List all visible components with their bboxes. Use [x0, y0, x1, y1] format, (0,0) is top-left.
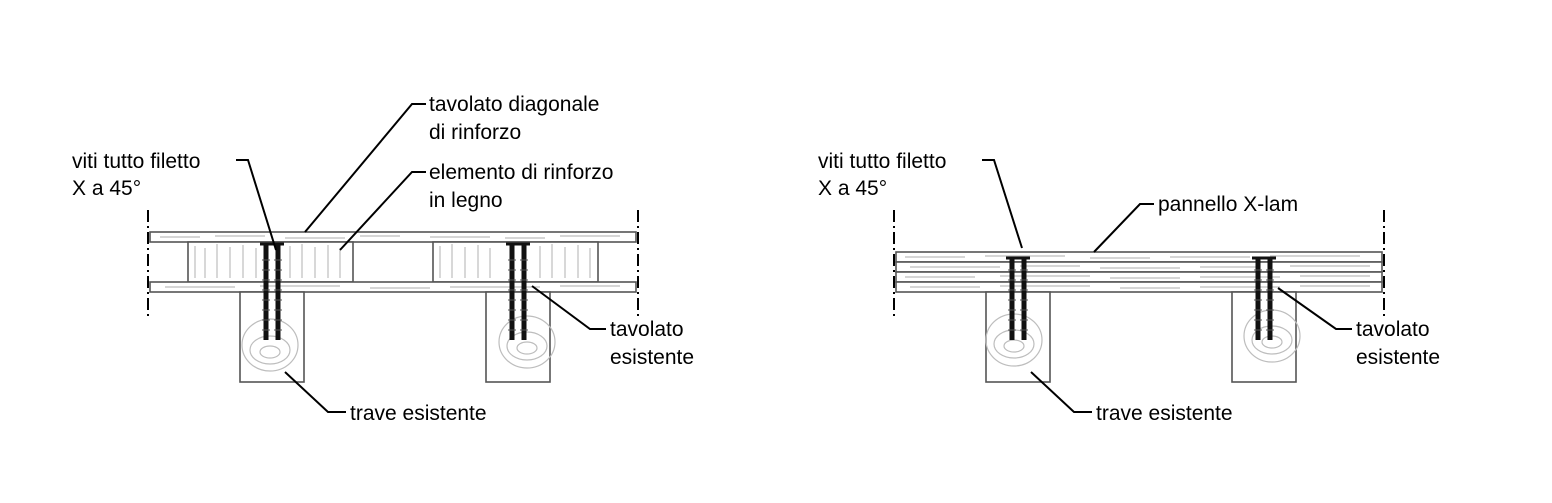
left-label-screws-line1: viti tutto filetto — [72, 150, 200, 173]
right-detail: viti tutto filetto X a 45° pannello X-la… — [818, 150, 1440, 425]
left-label-diagonal-line1: tavolato diagonale — [429, 93, 599, 116]
right-leader-existing-beam — [1030, 371, 1092, 413]
right-label-screws-line1: viti tutto filetto — [818, 150, 946, 173]
left-leader-diagonal-boards — [304, 103, 426, 233]
left-existing-beams — [239, 291, 556, 383]
left-label-reinforcement-line1: elemento di rinforzo — [429, 161, 613, 184]
right-label-xlam-panel: pannello X-lam — [1158, 193, 1298, 216]
left-reinforcement-elements — [187, 241, 599, 283]
left-label-existing-boards-line2: esistente — [610, 346, 694, 369]
left-label-diagonal-line2: di rinforzo — [429, 121, 521, 144]
left-leader-existing-beam — [284, 371, 346, 413]
right-label-existing-boards-line2: esistente — [1356, 346, 1440, 369]
right-leader-screws — [982, 159, 1023, 249]
left-leader-screws — [236, 159, 277, 251]
right-label-screws-line2: X a 45° — [818, 177, 887, 200]
left-leader-reinforcement — [339, 171, 426, 251]
right-screws — [1006, 256, 1276, 340]
right-existing-boarding — [895, 281, 1383, 293]
left-label-existing-boards-line1: tavolato — [610, 318, 684, 341]
left-screws — [260, 242, 530, 340]
left-label-existing-beam: trave esistente — [350, 402, 487, 425]
right-label-existing-boards-line1: tavolato — [1356, 318, 1430, 341]
left-detail: viti tutto filetto X a 45° tavolato diag… — [72, 93, 694, 425]
right-leader-existing-boards — [1277, 287, 1352, 330]
left-leader-existing-boards — [531, 285, 606, 330]
right-label-existing-beam: trave esistente — [1096, 402, 1233, 425]
left-label-screws-line2: X a 45° — [72, 177, 141, 200]
left-label-reinforcement-line2: in legno — [429, 189, 503, 212]
right-leader-xlam-panel — [1093, 203, 1154, 253]
right-existing-beams — [985, 291, 1301, 383]
left-existing-boarding — [149, 281, 637, 293]
left-diagonal-boarding — [149, 231, 637, 243]
right-xlam-panel — [895, 251, 1383, 283]
